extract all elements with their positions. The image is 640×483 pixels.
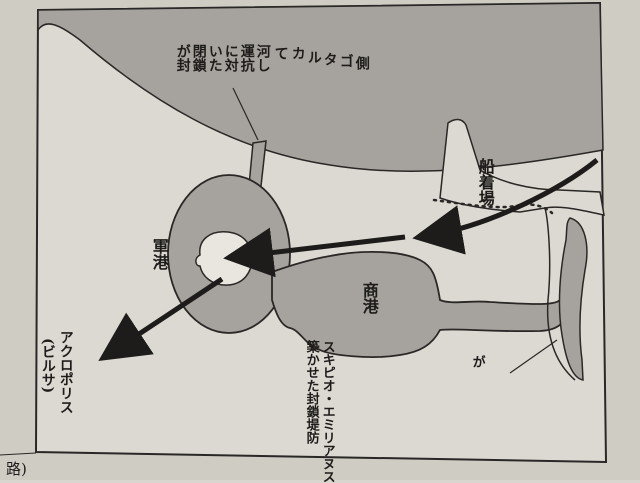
shipyard-area (439, 118, 605, 216)
commercial-harbor (271, 251, 569, 358)
blockade-note-col-9: ル (305, 50, 322, 64)
acropolis-sublabel: (ビルサ) (39, 338, 56, 394)
shipyard-label: 船着場 (475, 158, 495, 206)
breakwater-note-col-3: が (469, 355, 485, 368)
blockade-note-col-5: 運抗 (238, 44, 255, 72)
blockade-note-col-1: が封 (174, 44, 191, 72)
corner-fragment-text: 路) (6, 460, 27, 478)
blockade-leader (232, 87, 259, 141)
blockade-note-col-6: 河し (254, 44, 271, 72)
commercial-harbor-label: 商港 (359, 282, 379, 314)
breakwater-leader (509, 339, 558, 374)
blockade-note-col-11: ゴ (337, 54, 354, 68)
blockade-note-col-7: て (272, 46, 289, 60)
blockade-breakwater (558, 217, 588, 381)
arrow-to-acropolis (98, 276, 224, 362)
page-corner (0, 452, 37, 456)
blockade-note-col-3: いた (206, 44, 223, 72)
breakwater-note-col-2: 築かせた封鎖堤防 (303, 340, 319, 444)
military-harbor-label: 軍港 (149, 238, 169, 270)
blockade-note-col-4: に対 (222, 44, 239, 72)
blockade-note-col-10: タ (321, 52, 338, 66)
blockade-note-col-12: 側 (353, 56, 370, 70)
acropolis-label: アクロポリス (57, 330, 74, 414)
blockade-note-col-8: カ (289, 46, 306, 60)
outer-coast (544, 207, 576, 381)
blockade-note-col-2: 閉鎖 (190, 44, 207, 72)
arrow-to-shipyard (412, 158, 599, 255)
arrow-to-island (223, 227, 406, 278)
breakwater-note-col-1: スキピオ・エミリアヌス (319, 340, 335, 483)
